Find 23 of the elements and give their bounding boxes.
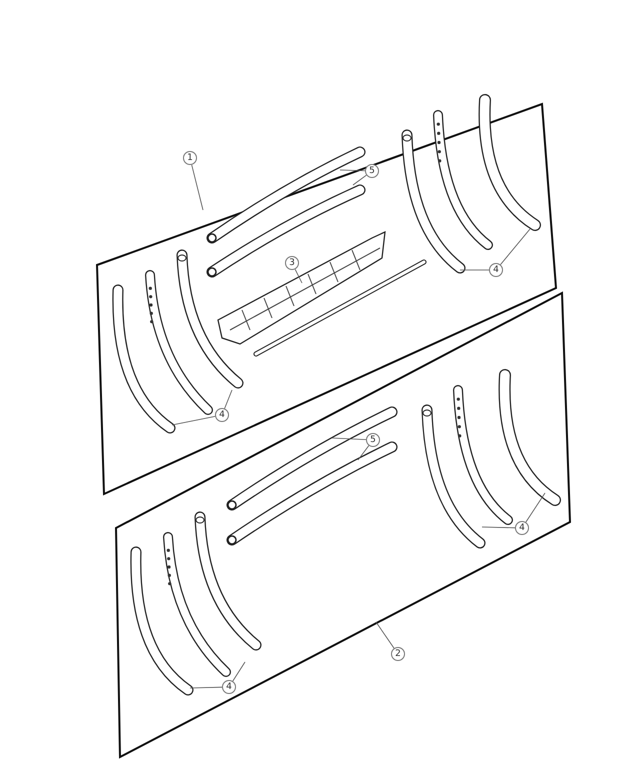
leader-line <box>172 416 216 426</box>
leader-line <box>232 662 246 682</box>
callout-number: 5 <box>365 164 379 178</box>
leader-line <box>500 228 530 265</box>
callout-number: 4 <box>515 521 529 535</box>
leader-line <box>190 686 222 688</box>
leader-line <box>340 170 366 172</box>
leader-line <box>482 526 516 528</box>
leader-line <box>294 268 302 284</box>
callout-number: 5 <box>366 433 380 447</box>
callout-number: 3 <box>285 256 299 270</box>
leader-line <box>525 492 546 523</box>
leader-line <box>352 174 367 186</box>
leader-line <box>358 445 370 460</box>
leader-line <box>376 622 394 649</box>
leader-line <box>224 390 232 409</box>
leader-line <box>332 438 366 440</box>
callout-number: 4 <box>215 408 229 422</box>
callout-number: 1 <box>183 151 197 165</box>
callout-number: 4 <box>222 680 236 694</box>
callout-number: 2 <box>391 647 405 661</box>
leader-line <box>191 164 204 210</box>
callout-number: 4 <box>489 263 503 277</box>
